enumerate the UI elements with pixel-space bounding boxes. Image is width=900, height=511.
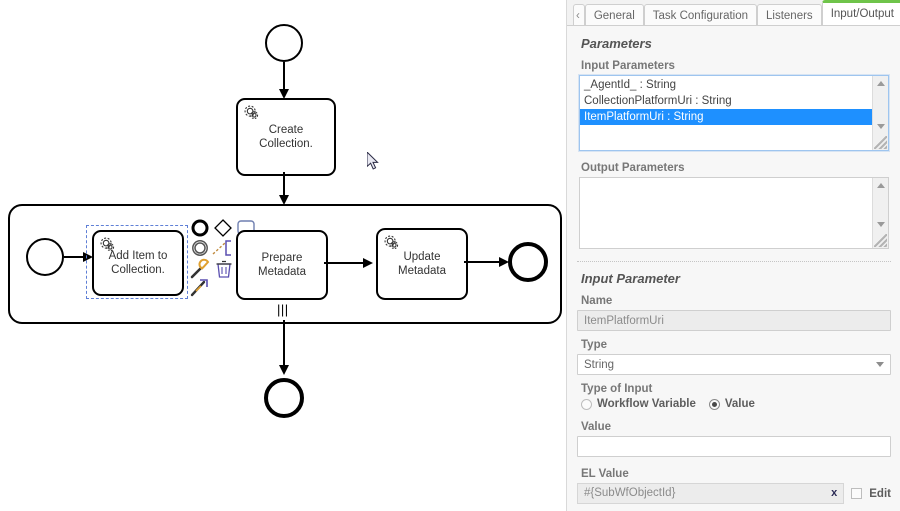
tab-input-output[interactable]: Input/Output <box>821 0 900 25</box>
tab-scroll-left[interactable]: ‹ <box>573 4 585 25</box>
scroll-up-icon[interactable] <box>873 178 888 193</box>
task-label-line1: Add Item to <box>108 249 168 262</box>
el-value-field[interactable]: #{SubWfObjectId} x <box>577 483 845 504</box>
name-label: Name <box>581 295 613 307</box>
parameters-section-title: Parameters <box>581 36 652 51</box>
task-label-line2: Collection. <box>259 138 313 150</box>
intermediate-event-icon[interactable] <box>190 238 210 258</box>
service-task-gear-icon <box>244 105 259 120</box>
input-parameters-items: _AgentId_ : String CollectionPlatformUri… <box>580 77 872 125</box>
task-label-line1: Update <box>403 250 441 263</box>
name-field[interactable] <box>577 310 891 331</box>
input-parameters-listbox[interactable]: _AgentId_ : String CollectionPlatformUri… <box>579 75 889 151</box>
input-parameter-section-title: Input Parameter <box>581 271 680 286</box>
task-update-metadata[interactable]: Update Metadata <box>376 228 468 300</box>
output-parameters-listbox[interactable] <box>579 177 889 249</box>
arrowhead-4 <box>363 258 373 268</box>
delete-icon[interactable] <box>214 258 234 280</box>
listbox-scrollbar[interactable] <box>872 76 888 150</box>
value-label: Value <box>581 421 612 433</box>
bpmn-canvas[interactable]: Create Collection. ||| Add Item to Colle… <box>0 0 566 511</box>
el-value-label: EL Value <box>581 468 629 480</box>
chevron-down-icon[interactable] <box>876 362 884 367</box>
start-event[interactable] <box>265 24 303 62</box>
arrowhead-5 <box>499 257 509 267</box>
section-divider <box>577 261 891 262</box>
selection-outline <box>86 225 188 299</box>
connect-icon[interactable] <box>190 278 212 298</box>
task-label-line1: Create <box>268 123 304 136</box>
resize-grip-icon[interactable] <box>874 234 887 247</box>
input-parameters-label: Input Parameters <box>581 60 675 72</box>
resize-grip-icon[interactable] <box>874 136 887 149</box>
value-field[interactable] <box>577 436 891 457</box>
flow-update-to-subend <box>464 261 506 263</box>
radio-workflow-variable[interactable] <box>581 398 592 410</box>
edit-checkbox[interactable] <box>851 488 863 499</box>
task-label-line2: Metadata <box>258 266 306 278</box>
task-label: Create Collection. <box>255 123 317 152</box>
sequence-flow-start-to-create <box>283 62 285 94</box>
arrowhead-3 <box>83 252 93 262</box>
task-label-line2: Metadata <box>398 265 446 277</box>
radio-value[interactable] <box>708 398 720 410</box>
task-label: Add Item to Collection. <box>105 249 172 278</box>
arrowhead-2 <box>279 195 289 205</box>
list-item[interactable]: _AgentId_ : String <box>584 79 677 91</box>
radio-value-label: Value <box>724 398 755 410</box>
type-of-input-label: Type of Input <box>581 383 653 395</box>
tab-general[interactable]: General <box>584 4 644 25</box>
task-create-collection[interactable]: Create Collection. <box>236 98 336 176</box>
scroll-up-icon[interactable] <box>873 76 888 91</box>
type-select-wrap[interactable] <box>577 354 891 375</box>
edit-checkbox-label: Edit <box>869 487 891 500</box>
arrowhead-6 <box>279 365 289 375</box>
gateway-icon[interactable] <box>212 218 234 238</box>
list-item-selected[interactable]: ItemPlatformUri : String <box>580 109 872 125</box>
task-label-line1: Prepare <box>261 251 303 264</box>
el-value-row: #{SubWfObjectId} x Edit <box>577 483 891 504</box>
properties-panel-body: Parameters Input Parameters _AgentId_ : … <box>567 26 900 511</box>
type-label: Type <box>581 339 607 351</box>
service-task-gear-icon <box>100 237 115 252</box>
subprocess-start-event[interactable] <box>26 238 64 276</box>
context-pad[interactable] <box>190 216 258 298</box>
service-task-gear-icon <box>384 235 399 250</box>
arrowhead-1 <box>279 89 289 99</box>
type-of-input-radiogroup[interactable]: Workflow Variable Value <box>581 398 891 410</box>
task-label-line2: Collection. <box>111 264 165 276</box>
tab-task-configuration[interactable]: Task Configuration <box>643 4 758 25</box>
el-value-text: #{SubWfObjectId} <box>584 487 676 499</box>
type-select[interactable] <box>577 354 891 375</box>
scroll-down-icon[interactable] <box>873 217 888 232</box>
end-event-icon[interactable] <box>190 218 210 238</box>
sequence-flow-create-to-subprocess <box>283 172 285 202</box>
radio-workflow-variable-label: Workflow Variable <box>597 398 696 410</box>
list-item[interactable]: CollectionPlatformUri : String <box>584 95 732 107</box>
flow-prepare-to-update <box>324 262 370 264</box>
output-parameters-label: Output Parameters <box>581 162 685 174</box>
parallel-multi-instance-marker: ||| <box>277 302 289 317</box>
listbox-scrollbar[interactable] <box>872 178 888 248</box>
task-label: Prepare Metadata <box>254 251 310 280</box>
clear-icon[interactable]: x <box>831 487 838 499</box>
flow-substart-to-additem <box>64 256 89 258</box>
end-event[interactable] <box>264 378 304 418</box>
task-prepare-metadata[interactable]: Prepare Metadata <box>236 230 328 300</box>
subprocess-end-event[interactable] <box>508 242 548 282</box>
append-text-annotation-icon[interactable] <box>211 238 235 258</box>
task-add-item-to-collection[interactable]: Add Item to Collection. <box>92 230 184 296</box>
tab-listeners[interactable]: Listeners <box>757 4 822 25</box>
task-label: Update Metadata <box>394 250 450 279</box>
mouse-cursor <box>367 152 379 170</box>
flow-subprocess-to-end <box>283 320 285 372</box>
scroll-down-icon[interactable] <box>873 119 888 134</box>
wrench-icon[interactable] <box>190 258 212 280</box>
